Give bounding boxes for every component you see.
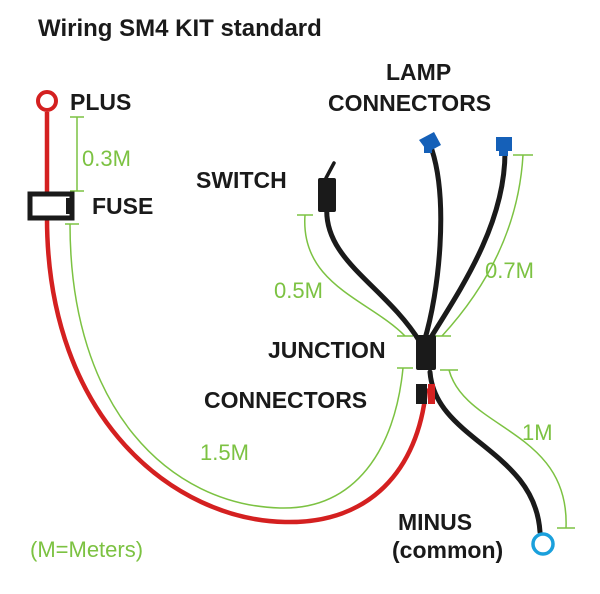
measure-label-plus-to-fuse: 0.3M xyxy=(82,146,131,171)
measure-label-lamp-to-junction: 0.7M xyxy=(485,258,534,283)
fuse-cap-icon xyxy=(66,198,74,214)
measure-junction-to-minus xyxy=(440,369,575,529)
lamp-connectors-label-line1: LAMP xyxy=(386,59,451,85)
plus-terminal-icon xyxy=(36,90,58,112)
junction-connector-red-icon xyxy=(428,384,435,404)
minus-common-label: (common) xyxy=(392,537,503,563)
junction-connector-black-icon xyxy=(416,384,427,404)
junction-block-icon xyxy=(416,335,436,370)
positive-wire xyxy=(44,215,429,525)
lamp-wire-left xyxy=(421,147,444,345)
minus-label: MINUS xyxy=(398,509,472,535)
measure-switch-to-junction xyxy=(297,214,413,337)
connectors-label: CONNECTORS xyxy=(204,387,367,413)
switch-label: SWITCH xyxy=(196,167,287,193)
minus-terminal-icon xyxy=(531,532,555,556)
measure-label-switch-to-junction: 0.5M xyxy=(274,278,323,303)
measure-fuse-to-junction xyxy=(65,223,413,509)
lamp-connector-left-icon xyxy=(419,132,441,153)
measure-plus-to-fuse xyxy=(70,116,84,192)
units-legend: (M=Meters) xyxy=(30,537,143,562)
switch-wire xyxy=(324,202,423,345)
fuse-label: FUSE xyxy=(92,193,153,219)
measurement-guides xyxy=(65,116,575,529)
measure-label-junction-to-minus: 1M xyxy=(522,420,553,445)
plus-label: PLUS xyxy=(70,89,131,115)
lamp-connectors-label-line2: CONNECTORS xyxy=(328,90,491,116)
switch-icon xyxy=(318,178,336,212)
measure-lamp-to-junction xyxy=(433,154,533,337)
junction-label: JUNCTION xyxy=(268,337,386,363)
lamp-connector-right-icon xyxy=(496,137,512,156)
fuse-icon xyxy=(27,191,75,221)
measure-label-fuse-to-junction: 1.5M xyxy=(200,440,249,465)
switch-lever xyxy=(324,161,336,180)
lamp-wire-right xyxy=(425,149,508,345)
minus-wire xyxy=(427,369,543,535)
diagram-title: Wiring SM4 KIT standard xyxy=(38,15,322,42)
